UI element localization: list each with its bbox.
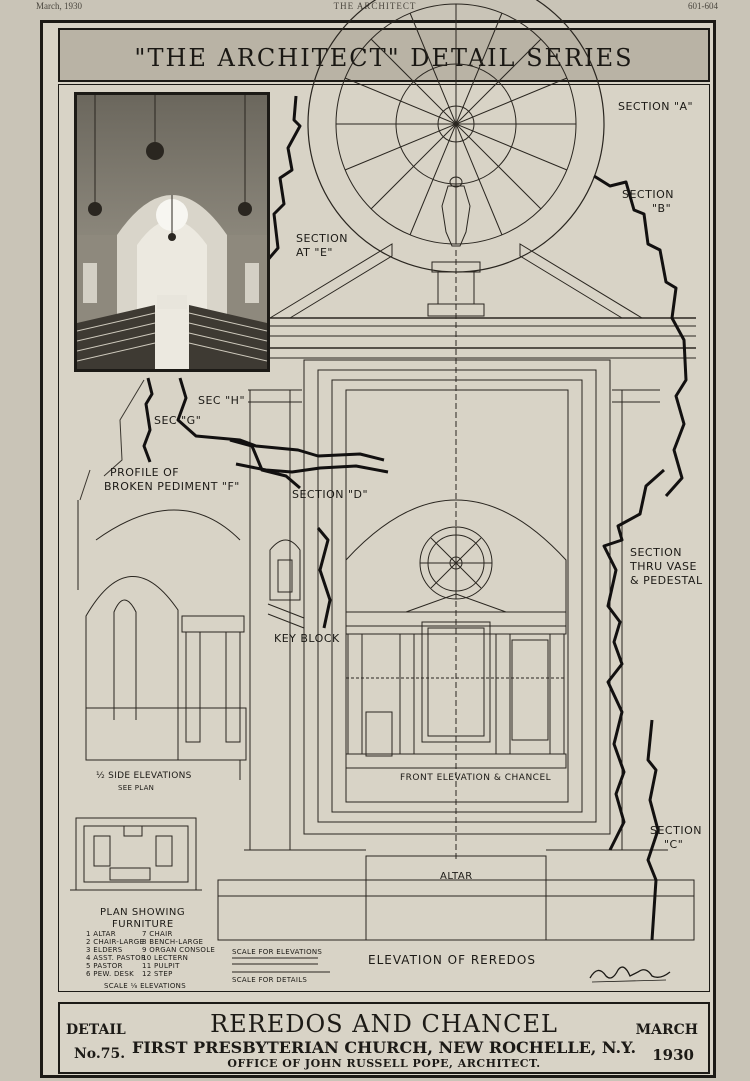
legend-item: 3 ELDERS bbox=[86, 946, 123, 954]
label-plan-1: PLAN SHOWING bbox=[100, 907, 186, 918]
label-side-elevations-2: SEE PLAN bbox=[118, 784, 155, 792]
legend-item: 8 BENCH-LARGE bbox=[142, 938, 204, 946]
series-title: "THE ARCHITECT" DETAIL SERIES bbox=[134, 44, 634, 72]
legend-item: 12 STEP bbox=[142, 970, 173, 978]
journal-header: March, 1930 THE ARCHITECT 601-604 bbox=[0, 0, 750, 16]
label-side-elevations-1: ½ SIDE ELEVATIONS bbox=[96, 771, 192, 781]
legend-item: 2 CHAIR-LARGE bbox=[86, 938, 145, 946]
section-vase-profile bbox=[602, 468, 665, 851]
section-c-profile bbox=[646, 719, 660, 941]
label-section-b-2: "B" bbox=[652, 202, 672, 215]
project-name: FIRST PRESBYTERIAN CHURCH, NEW ROCHELLE,… bbox=[131, 1038, 637, 1057]
issue-year: 1930 bbox=[652, 1046, 694, 1064]
section-d-profile bbox=[316, 527, 332, 629]
architect-office: OFFICE OF JOHN RUSSELL POPE, ARCHITECT. bbox=[227, 1057, 541, 1070]
label-section-vase-1: SECTION bbox=[630, 546, 682, 559]
journal-pages: 601-604 bbox=[688, 1, 718, 11]
label-key-block: KEY BLOCK bbox=[274, 632, 340, 645]
section-h-profile bbox=[176, 377, 385, 462]
pediment-f-profile bbox=[229, 438, 301, 490]
label-section-vase-2: THRU VASE bbox=[630, 560, 697, 573]
pediment bbox=[260, 243, 696, 359]
label-profile-2: BROKEN PEDIMENT "F" bbox=[104, 480, 240, 493]
label-plan-2: FURNITURE bbox=[112, 919, 174, 930]
detail-number: No.75. bbox=[74, 1046, 126, 1062]
label-section-d: SECTION "D" bbox=[292, 488, 369, 501]
legend-item: 7 CHAIR bbox=[142, 930, 173, 938]
side-elevation bbox=[85, 575, 247, 780]
journal-date: March, 1930 bbox=[36, 1, 82, 11]
furniture-plan bbox=[70, 817, 202, 891]
label-elevation-of-reredos: ELEVATION OF REREDOS bbox=[368, 953, 536, 967]
legend-item: 9 ORGAN CONSOLE bbox=[142, 946, 216, 954]
label-front-elevation: FRONT ELEVATION & CHANCEL bbox=[400, 773, 552, 783]
church-interior-image bbox=[77, 95, 267, 369]
legend-item: 1 ALTAR bbox=[86, 930, 116, 938]
label-section-e-2: AT "E" bbox=[296, 246, 333, 259]
scale-bars bbox=[232, 957, 330, 973]
label-section-a: SECTION "A" bbox=[618, 100, 694, 113]
label-profile-1: PROFILE OF bbox=[110, 466, 180, 479]
title-block: DETAIL No.75. REREDOS AND CHANCEL FIRST … bbox=[58, 1002, 710, 1074]
label-scale-details: SCALE FOR DETAILS bbox=[232, 976, 308, 984]
legend-scale-note: SCALE ⅛ ELEVATIONS bbox=[104, 982, 186, 990]
key-block bbox=[267, 539, 305, 629]
rose-window-top bbox=[307, 0, 605, 273]
label-section-c-1: SECTION bbox=[650, 824, 702, 837]
label-section-c-2: "C" bbox=[664, 838, 684, 851]
legend-item: 11 PULPIT bbox=[142, 962, 180, 970]
drawing-area bbox=[58, 84, 710, 992]
label-altar: ALTAR bbox=[440, 871, 473, 882]
label-section-b-1: SECTION bbox=[622, 188, 674, 201]
label-sec-g: SEC "G" bbox=[154, 414, 202, 427]
front-elevation bbox=[345, 499, 567, 769]
label-scale-elevations: SCALE FOR ELEVATIONS bbox=[232, 948, 323, 956]
detail-label: DETAIL bbox=[66, 1022, 126, 1038]
section-b-profile bbox=[593, 174, 688, 497]
drawing-title: REREDOS AND CHANCEL bbox=[210, 1010, 558, 1038]
label-section-vase-3: & PEDESTAL bbox=[630, 574, 703, 587]
legend-item: 5 PASTOR bbox=[86, 962, 123, 970]
label-sec-h: SEC "H" bbox=[198, 394, 246, 407]
legend-item: 6 PEW. DESK bbox=[86, 970, 135, 978]
series-banner: "THE ARCHITECT" DETAIL SERIES bbox=[58, 28, 710, 82]
interior-photograph bbox=[74, 92, 270, 372]
issue-month: MARCH bbox=[635, 1022, 698, 1038]
section-g-profile bbox=[142, 377, 154, 463]
label-section-e-1: SECTION bbox=[296, 232, 348, 245]
architect-signature bbox=[589, 966, 671, 983]
section-e-profile bbox=[264, 95, 302, 283]
legend-item: 10 LECTERN bbox=[142, 954, 189, 962]
altar-base bbox=[217, 849, 695, 941]
legend-item: 4 ASST. PASTOR bbox=[86, 954, 147, 962]
journal-title: THE ARCHITECT bbox=[333, 1, 417, 11]
